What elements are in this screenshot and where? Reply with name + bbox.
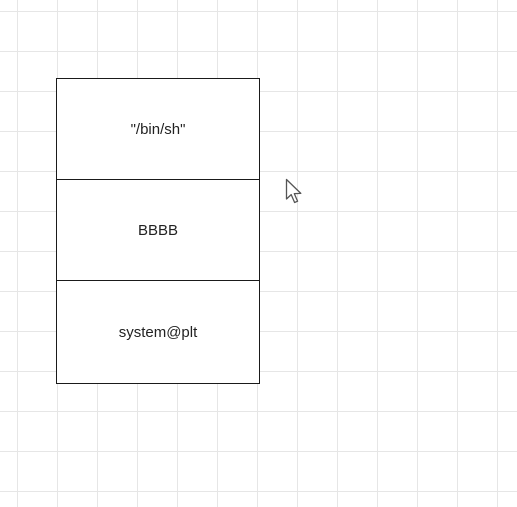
mouse-pointer-icon [285,178,302,204]
stack-cell-system-plt[interactable]: system@plt [57,281,259,383]
stack-cell-label: "/bin/sh" [130,120,186,138]
stack-cell-binsh[interactable]: "/bin/sh" [57,79,259,180]
stack-cell-bbbb[interactable]: BBBB [57,180,259,281]
stack-cell-label: BBBB [137,221,179,239]
stack-diagram: "/bin/sh" BBBB system@plt [56,78,260,384]
stack-cell-label: system@plt [118,323,198,341]
